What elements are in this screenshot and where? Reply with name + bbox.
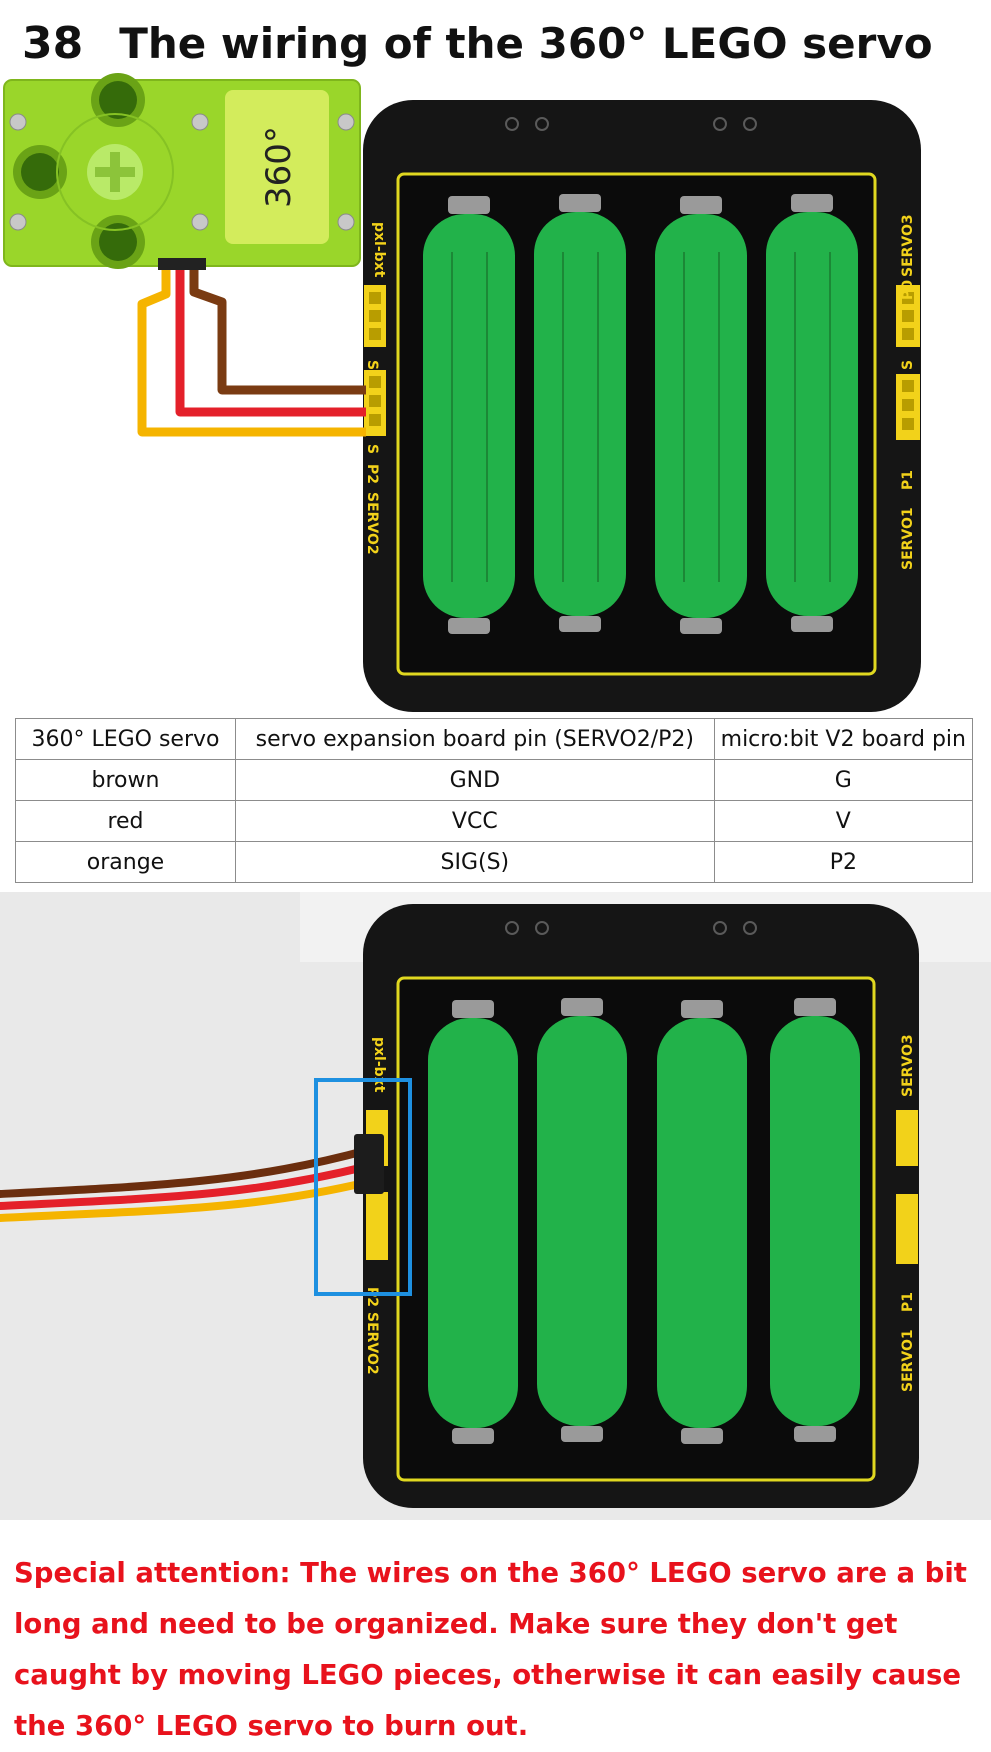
left-servo-label: SERVO2 — [364, 492, 380, 555]
cable-orange — [0, 1178, 372, 1222]
wire-brown — [189, 264, 366, 395]
left-p2-label: P2 — [364, 1287, 380, 1307]
wiring-diagram: pxl-bxt S S P2 SERVO2 SERVO3 P0 S P1 SER… — [3, 73, 921, 712]
wire-red — [175, 264, 366, 417]
servo-cable — [0, 1146, 372, 1222]
header-left-servo2 — [366, 1192, 388, 1260]
table-row: orange SIG(S) P2 — [15, 841, 974, 883]
wiring-photo: pxl-bxt S P2 SERVO2 SERVO3 P1 SERVO1 — [0, 892, 991, 1520]
right-p0-label: P0 — [900, 280, 916, 300]
right-servo3-label: SERVO3 — [900, 1034, 916, 1097]
cell-wire-color: red — [15, 800, 236, 842]
page: 38 The wiring of the 360° LEGO servo — [0, 8, 991, 1742]
section-heading: 38 The wiring of the 360° LEGO servo — [22, 8, 933, 78]
cell-wire-color: orange — [15, 841, 236, 883]
battery-holder — [396, 172, 877, 676]
header-right-servo1 — [896, 1194, 918, 1264]
left-silk-label: pxl-bxt — [371, 1037, 387, 1093]
battery-3 — [657, 1018, 747, 1428]
cell-microbit-pin: V — [713, 800, 974, 842]
battery-2 — [534, 212, 626, 616]
left-p2-label: P2 — [364, 464, 380, 484]
cell-expansion-pin: GND — [234, 759, 715, 801]
header-right-servo3 — [896, 285, 920, 347]
cell-microbit-pin: P2 — [713, 841, 974, 883]
table-row: brown GND G — [15, 759, 974, 801]
left-servo-label: SERVO2 — [364, 1312, 380, 1375]
header-left-upper — [364, 285, 386, 347]
cell-wire-color: brown — [15, 759, 236, 801]
wiring-table: 360° LEGO servo servo expansion board pi… — [15, 718, 974, 883]
cell-microbit-pin: G — [713, 759, 974, 801]
connection-highlight-box — [314, 1078, 412, 1296]
right-p1-label: P1 — [900, 1292, 916, 1312]
header-right-servo3 — [896, 1110, 918, 1166]
special-attention-note: Special attention: The wires on the 360°… — [14, 1556, 967, 1742]
table-header-row: 360° LEGO servo servo expansion board pi… — [15, 718, 974, 760]
cable-brown — [0, 1146, 372, 1198]
cell-expansion-pin: VCC — [234, 800, 715, 842]
batteries — [423, 194, 858, 634]
servo-label-plate — [225, 90, 329, 244]
battery-2 — [537, 1016, 627, 1426]
battery-1 — [428, 1018, 518, 1428]
header-microbit-pin: micro:bit V2 board pin — [713, 718, 974, 760]
cable-red — [0, 1162, 372, 1210]
servo-wires — [137, 264, 366, 437]
battery-4 — [766, 212, 858, 616]
header-servo: 360° LEGO servo — [15, 718, 236, 760]
battery-1 — [423, 214, 515, 618]
header-right-servo1 — [896, 374, 920, 440]
header-expansion-pin: servo expansion board pin (SERVO2/P2) — [234, 718, 715, 760]
battery-4 — [770, 1016, 860, 1426]
batteries — [428, 998, 860, 1444]
right-servo1-label: SERVO1 — [900, 507, 916, 570]
left-s2-label: S — [364, 444, 380, 454]
servo-connector — [354, 1134, 384, 1194]
right-p1-label: P1 — [900, 470, 916, 490]
wire-orange — [137, 264, 366, 437]
header-left-servo2 — [364, 370, 386, 436]
section-title: The wiring of the 360° LEGO servo — [119, 18, 933, 68]
table-row: red VCC V — [15, 800, 974, 842]
right-servo1-label: SERVO1 — [900, 1329, 916, 1392]
battery-3 — [655, 214, 747, 618]
section-number: 38 — [22, 17, 84, 69]
cell-expansion-pin: SIG(S) — [234, 841, 715, 883]
left-silk-label: pxl-bxt — [371, 222, 387, 278]
board-holes — [505, 117, 757, 131]
right-servo3-label: SERVO3 — [900, 214, 916, 277]
right-s-label: S — [900, 360, 916, 370]
left-s-label: S — [364, 360, 380, 370]
servo-label: 360° — [259, 126, 299, 208]
lego-servo: 360° — [3, 73, 361, 270]
